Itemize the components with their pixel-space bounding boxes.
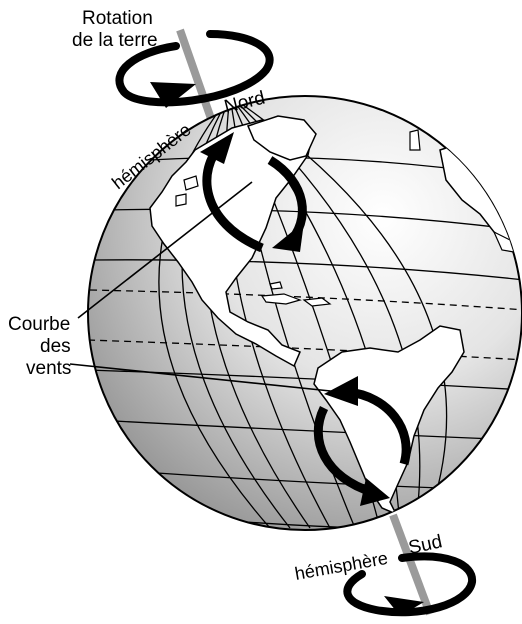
wind-label-line2: des [40,336,71,357]
rotation-label-line2: de la terre [72,30,158,51]
wind-label-line3: vents [26,358,71,379]
south-hemisphere-word: hémisphère [293,548,389,584]
rotation-label-line1: Rotation [82,8,153,29]
wind-label-line1: Courbe [8,314,70,335]
